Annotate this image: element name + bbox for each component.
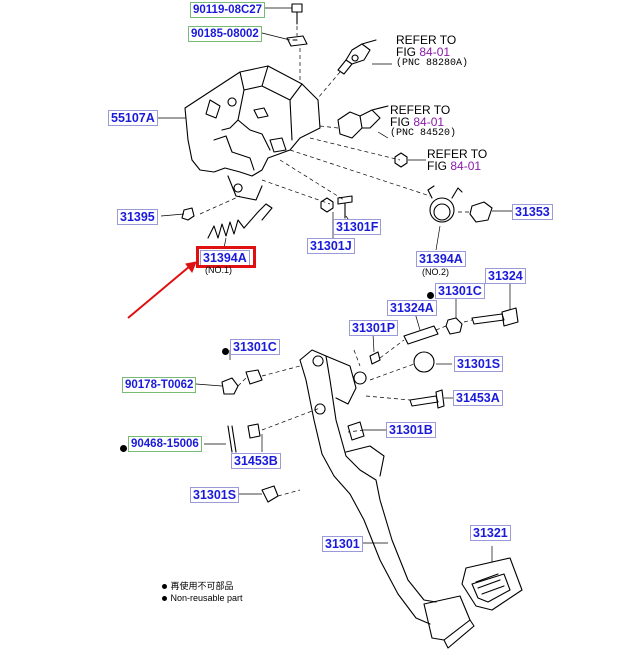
fig-link-84-01[interactable]: 84-01 xyxy=(413,115,445,129)
part-label-90178-T0062[interactable]: 90178-T0062 xyxy=(122,377,197,393)
part-label-31395[interactable]: 31395 xyxy=(117,209,158,225)
clip-31301P-drawing xyxy=(369,351,381,365)
nut-31301C-drawing xyxy=(445,317,463,335)
reference-pnc: (PNC 88280A) xyxy=(396,58,469,69)
part-label-31301P[interactable]: 31301P xyxy=(349,320,399,336)
part-label-31321[interactable]: 31321 xyxy=(470,525,511,541)
non-reusable-dot xyxy=(120,440,128,458)
reference-note-1: REFER TO FIG 84-01 (PNC 88280A) xyxy=(396,34,468,70)
reference-pnc: (PNC 84520) xyxy=(390,128,457,139)
stop-lamp-switch-drawing xyxy=(337,39,377,75)
reference-refer-text: REFER TO xyxy=(396,33,457,47)
reference-refer-text: REFER TO xyxy=(390,103,451,117)
pedal-pad-cover-drawing xyxy=(461,557,523,611)
part-label-31301F[interactable]: 31301F xyxy=(333,219,382,235)
legend-line-english: Non-reusable part xyxy=(170,593,243,603)
part-label-31301C-right[interactable]: 31301C xyxy=(435,283,485,299)
part-label-31353[interactable]: 31353 xyxy=(512,204,553,220)
fig-link-84-01[interactable]: 84-01 xyxy=(450,159,482,173)
bolt-31324-drawing xyxy=(471,307,519,327)
part-label-31453A[interactable]: 31453A xyxy=(453,390,503,406)
legend-dot xyxy=(162,584,167,590)
dashed-assembly-lines xyxy=(199,26,473,497)
part-note-no1: (NO.1) xyxy=(205,265,232,275)
cushion-31301S-drawing xyxy=(413,351,435,373)
spring-no1-drawing xyxy=(207,203,273,239)
spring-no2-drawing xyxy=(427,185,463,223)
pedal-bracket-drawing xyxy=(184,65,321,201)
bolt-and-nut-drawing xyxy=(286,3,308,47)
bushing-31301B-drawing xyxy=(347,421,365,441)
pedal-pad-drawing xyxy=(423,595,475,649)
reference-note-2: REFER TO FIG 84-01 (PNC 84520) xyxy=(390,104,456,140)
non-reusable-dot xyxy=(222,343,230,361)
part-label-31301B[interactable]: 31301B xyxy=(386,422,436,438)
cotter-pin-drawing xyxy=(227,425,237,453)
part-label-31301S-left[interactable]: 31301S xyxy=(190,487,240,503)
part-label-90468-15006[interactable]: 90468-15006 xyxy=(128,436,202,452)
part-label-31301S-right[interactable]: 31301S xyxy=(454,356,504,372)
part-label-31301J[interactable]: 31301J xyxy=(307,238,355,254)
pin-31453A-drawing xyxy=(409,389,445,409)
fig-link-84-01[interactable]: 84-01 xyxy=(419,45,451,59)
non-reusable-dot xyxy=(427,287,435,305)
red-arrow xyxy=(127,261,197,319)
reference-fig-prefix: FIG xyxy=(396,45,416,59)
nut-drawing xyxy=(394,152,408,168)
cushion-31353-drawing xyxy=(469,201,493,223)
reference-fig-prefix: FIG xyxy=(390,115,410,129)
switch-2-drawing xyxy=(337,105,389,139)
part-label-31394A-no1[interactable]: 31394A xyxy=(200,250,250,266)
bolt-31301F-drawing xyxy=(320,195,353,219)
brake-pedal-lever-drawing xyxy=(299,349,437,625)
cushion-left-drawing xyxy=(261,485,279,503)
part-label-31301C-left[interactable]: 31301C xyxy=(230,339,280,355)
part-note-no2: (NO.2) xyxy=(422,267,449,277)
reference-note-3: REFER TO FIG 84-01 xyxy=(427,148,487,172)
collar-31324A-drawing xyxy=(403,325,439,345)
part-label-31301[interactable]: 31301 xyxy=(322,536,363,552)
reference-fig-prefix: FIG xyxy=(427,159,447,173)
part-label-90185-08002[interactable]: 90185-08002 xyxy=(188,26,262,42)
legend: 再使用不可部品 Non-reusable part xyxy=(162,580,243,604)
legend-line-japanese: 再使用不可部品 xyxy=(170,581,234,591)
part-label-31453B[interactable]: 31453B xyxy=(231,453,281,469)
part-label-90119-08C27[interactable]: 90119-08C27 xyxy=(190,2,266,18)
highlight-box xyxy=(196,246,256,268)
pin-31453B-drawing xyxy=(247,423,261,439)
part-label-55107A[interactable]: 55107A xyxy=(108,110,158,126)
part-label-31394A-no2[interactable]: 31394A xyxy=(416,251,466,267)
bushing-31395-drawing xyxy=(181,207,195,221)
part-label-31324[interactable]: 31324 xyxy=(485,268,526,284)
part-label-31324A[interactable]: 31324A xyxy=(387,300,437,316)
legend-dot xyxy=(162,596,167,602)
reference-refer-text: REFER TO xyxy=(427,147,488,161)
nut-90178-drawing xyxy=(221,369,263,395)
